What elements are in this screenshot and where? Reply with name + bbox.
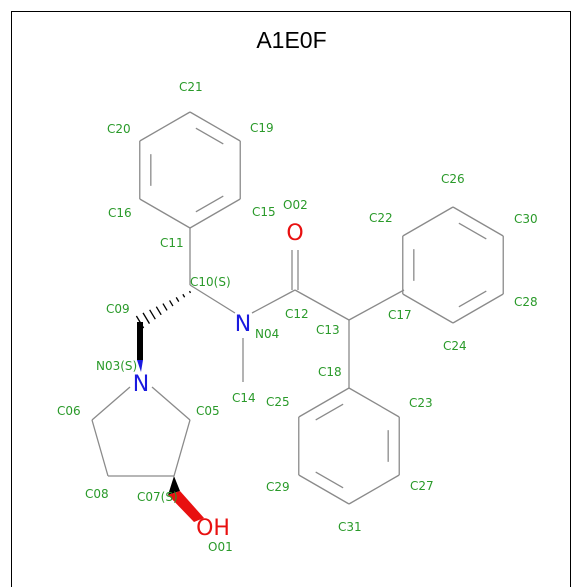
hash-c10-c09-5 bbox=[155, 306, 162, 316]
hash-c10-c09-3 bbox=[169, 300, 174, 307]
atom-label-c20: C20 bbox=[107, 122, 131, 136]
bond-c12-c13 bbox=[294, 289, 350, 321]
wedge-c09-n03-blue bbox=[137, 360, 143, 372]
ring-c17-bond-2 bbox=[452, 206, 504, 237]
atom-label-c15: C15 bbox=[252, 205, 276, 219]
bond-n03-c05 bbox=[151, 386, 191, 421]
ring-c17-inner-2 bbox=[458, 222, 487, 240]
bond-n03-c06 bbox=[91, 386, 131, 421]
hash-c10-c09-6 bbox=[149, 309, 156, 320]
atom-label-c08: C08 bbox=[85, 487, 109, 501]
atom-label-o02: O02 bbox=[283, 198, 308, 212]
atom-label-c16: C16 bbox=[108, 206, 132, 220]
atom-label-c11: C11 bbox=[160, 236, 184, 250]
ring-c18-bond-3 bbox=[298, 474, 350, 505]
atom-symbol-n03: N bbox=[133, 372, 149, 397]
atom-label-c24: C24 bbox=[443, 339, 467, 353]
atom-label-c12: C12 bbox=[285, 307, 309, 321]
ring-c18-inner-5 bbox=[315, 403, 344, 421]
atom-label-c30: C30 bbox=[514, 212, 538, 226]
ring-c18-bond-5 bbox=[298, 387, 350, 418]
atom-label-c31: C31 bbox=[338, 520, 362, 534]
atom-label-c05: C05 bbox=[196, 404, 220, 418]
ring-c17-bond-4 bbox=[452, 293, 504, 324]
bonds bbox=[91, 111, 504, 522]
ring-c18-inner-3 bbox=[315, 471, 344, 489]
atom-label-c22: C22 bbox=[369, 211, 393, 225]
ring-c11-bond-3 bbox=[189, 111, 241, 142]
hash-c10-c09-2 bbox=[175, 297, 180, 302]
atom-label-c07-s: C07(S) bbox=[137, 490, 178, 504]
ring-c18-bond-0 bbox=[348, 387, 400, 418]
atom-label-c19: C19 bbox=[250, 121, 274, 135]
bond-c13-c17 bbox=[348, 289, 405, 321]
atom-label-c27: C27 bbox=[410, 479, 434, 493]
atom-symbol-o01: OH bbox=[196, 516, 230, 541]
atom-label-c18: C18 bbox=[318, 365, 342, 379]
atom-label-c28: C28 bbox=[514, 295, 538, 309]
atom-label-c26: C26 bbox=[441, 172, 465, 186]
atom-label-o01: O01 bbox=[208, 540, 233, 554]
ring-c17-bond-5 bbox=[402, 293, 454, 324]
atom-symbols: N N O OH bbox=[133, 221, 304, 541]
hash-c10-c09-0 bbox=[188, 290, 192, 294]
ring-c11-inner-3 bbox=[195, 127, 224, 145]
atom-label-n04: N04 bbox=[255, 327, 279, 341]
diagram-frame bbox=[11, 11, 571, 587]
hash-c10-c09-1 bbox=[182, 293, 186, 298]
atom-label-c17: C17 bbox=[388, 308, 412, 322]
hash-c10-c09-4 bbox=[162, 303, 168, 311]
ring-c17-bond-1 bbox=[402, 206, 454, 237]
atom-label-n03-s: N03(S) bbox=[96, 359, 137, 373]
bond-c10-n04 bbox=[189, 284, 236, 314]
wedge-c07-o01-red bbox=[168, 491, 204, 522]
atom-symbol-n04: N bbox=[235, 312, 251, 337]
atom-symbol-o02: O bbox=[286, 221, 303, 246]
atom-label-c10-s: C10(S) bbox=[190, 275, 231, 289]
atom-label-c21: C21 bbox=[179, 80, 203, 94]
molecule-title: A1E0F bbox=[256, 27, 327, 53]
atom-label-c14: C14 bbox=[232, 391, 256, 405]
bond-c05-c07 bbox=[173, 419, 191, 477]
atom-label-c13: C13 bbox=[316, 323, 340, 337]
ring-c18-bond-2 bbox=[348, 474, 400, 505]
atom-label-c29: C29 bbox=[266, 480, 290, 494]
hash-c10-c09-7 bbox=[142, 312, 151, 324]
atom-label-c06: C06 bbox=[57, 404, 81, 418]
bond-n04-c12 bbox=[251, 289, 296, 314]
atom-label-c09: C09 bbox=[106, 302, 130, 316]
ring-c11-bond-2 bbox=[139, 111, 191, 142]
atom-label-c23: C23 bbox=[409, 396, 433, 410]
wedge-c07-o01-black bbox=[168, 476, 180, 495]
bond-c06-c08 bbox=[91, 419, 109, 477]
atom-label-c25: C25 bbox=[266, 395, 290, 409]
ring-c11-inner-5 bbox=[195, 195, 224, 213]
wedge-c09-n03-black bbox=[137, 322, 143, 360]
ring-c11-bond-5 bbox=[189, 198, 241, 229]
ring-c11-bond-0 bbox=[139, 198, 191, 229]
ring-c17-inner-4 bbox=[458, 290, 487, 308]
